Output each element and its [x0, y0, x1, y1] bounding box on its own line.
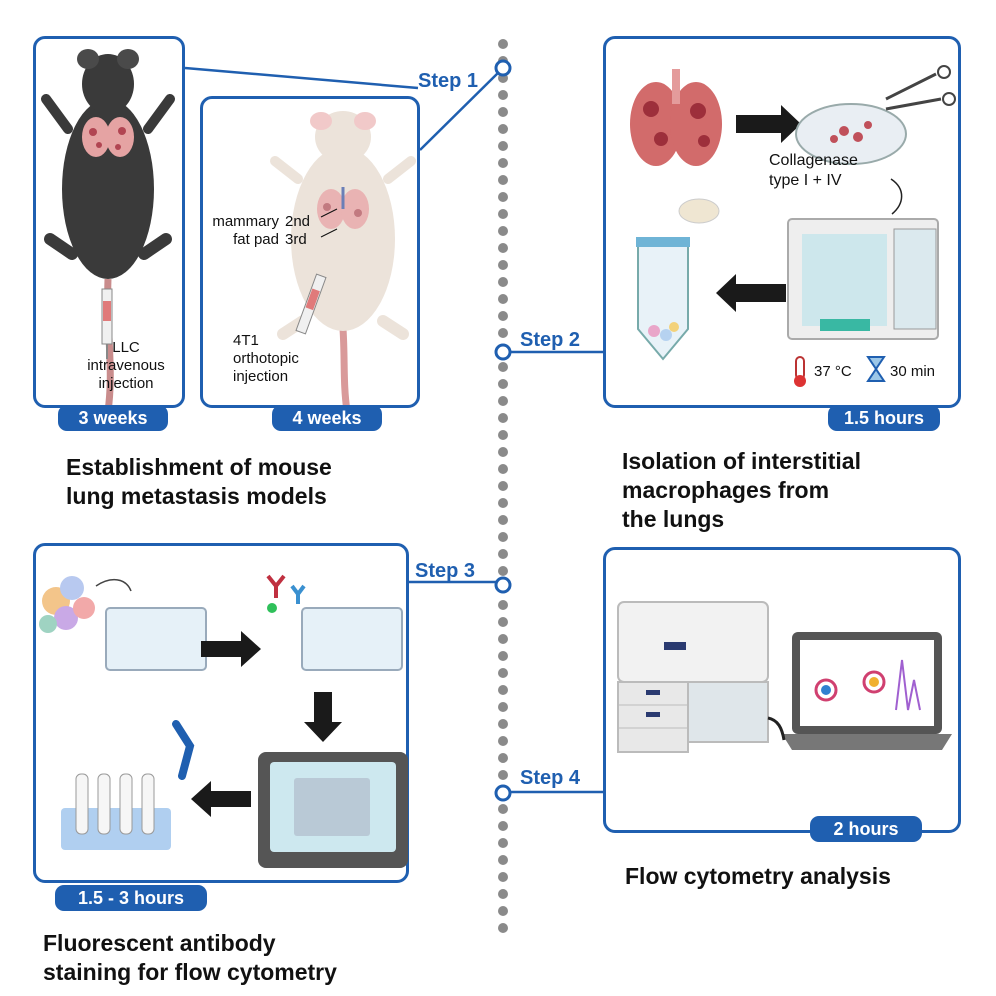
timeline-dot — [498, 243, 508, 253]
timeline-dot — [498, 124, 508, 134]
flow-cytometer-illustration — [617, 601, 952, 753]
duration-3-weeks-badge: 3 weeks — [58, 405, 168, 431]
timeline-dot — [498, 770, 508, 780]
step-2-label: Step 2 — [520, 329, 581, 351]
timeline-dot — [498, 515, 508, 525]
step-4-label: Step 4 — [520, 767, 581, 789]
timeline-dot — [498, 668, 508, 678]
panel-macrophage-isolation: Collagenase type I + IV 37 °C 30 min — [603, 36, 961, 408]
timeline-dot — [498, 141, 508, 151]
timeline-dot — [498, 906, 508, 916]
timeline-dot — [498, 192, 508, 202]
temperature-label: 37 °C — [814, 363, 852, 380]
timeline-dot — [498, 889, 508, 899]
duration-1-5-hours-badge: 1.5 hours — [828, 405, 940, 431]
timeline-dot — [498, 260, 508, 270]
timeline-dot — [498, 838, 508, 848]
incubation-time-label: 30 min — [890, 363, 936, 380]
timeline-dot — [498, 39, 508, 49]
staining-workflow-illustration — [39, 574, 408, 868]
timeline-dot — [498, 719, 508, 729]
timeline-dot — [498, 634, 508, 644]
timeline-dot — [498, 107, 508, 117]
timeline-dot — [498, 294, 508, 304]
timeline-dot — [498, 549, 508, 559]
timeline-dot — [498, 753, 508, 763]
timeline-dot — [498, 396, 508, 406]
step-3-label: Step 3 — [415, 560, 476, 582]
timeline-dot — [498, 855, 508, 865]
mouse-black-illustration — [41, 49, 175, 412]
panel-antibody-staining — [33, 543, 409, 883]
timeline-dot — [498, 481, 508, 491]
timeline-dot — [498, 209, 508, 219]
step-4-title: Flow cytometry analysis — [625, 863, 891, 889]
timeline-dot — [498, 736, 508, 746]
timeline-dot — [498, 651, 508, 661]
isolation-workflow-illustration — [630, 65, 956, 387]
timeline-dot — [498, 311, 508, 321]
t41-injection-label: 4T1 orthotopic injection — [233, 332, 299, 385]
timeline-dot — [498, 447, 508, 457]
step-3-title: Fluorescent antibody staining for flow c… — [43, 930, 337, 985]
timeline-dot — [498, 685, 508, 695]
timeline-dot — [498, 617, 508, 627]
mammary-fat-pad-label: mammary fat pad — [212, 213, 279, 248]
timeline-dot — [498, 566, 508, 576]
timeline-dot — [498, 923, 508, 933]
timeline-dot — [498, 175, 508, 185]
panel-flow-cytometry — [603, 547, 961, 833]
llc-injection-label: LLC intravenous injection — [87, 339, 165, 392]
duration-1-5-3-hours-badge: 1.5 - 3 hours — [55, 885, 207, 911]
timeline-dot — [498, 498, 508, 508]
second-pad-label: 2nd — [285, 213, 311, 230]
timeline-dot — [498, 430, 508, 440]
timeline-dot — [498, 804, 508, 814]
timeline-dot — [498, 413, 508, 423]
collagenase-label: Collagenase type I + IV — [769, 152, 858, 189]
timeline-dot — [498, 600, 508, 610]
timeline-dot — [498, 821, 508, 831]
timeline-dot — [498, 158, 508, 168]
timeline-dot — [498, 464, 508, 474]
timeline-dot — [498, 379, 508, 389]
step-2-title: Isolation of interstitial macrophages fr… — [622, 448, 861, 532]
step-1-title: Establishment of mouse lung metastasis m… — [66, 454, 332, 509]
panel-4t1-model: mammary fat pad 2nd 3rd 4T1 orthotopic i… — [200, 96, 420, 412]
timeline-dot — [498, 90, 508, 100]
timeline-dot — [498, 328, 508, 338]
step-1-label: Step 1 — [418, 70, 479, 92]
panel-llc-model: LLC intravenous injection — [33, 36, 185, 412]
timeline-dot — [498, 277, 508, 287]
duration-2-hours-badge: 2 hours — [810, 816, 922, 842]
mouse-white-illustration — [270, 111, 416, 412]
timeline-dot — [498, 702, 508, 712]
timeline-dot — [498, 362, 508, 372]
timeline-dot — [498, 532, 508, 542]
timeline-dot — [498, 872, 508, 882]
timeline-dot — [498, 226, 508, 236]
third-pad-label: 3rd — [285, 231, 307, 248]
duration-4-weeks-badge: 4 weeks — [272, 405, 382, 431]
